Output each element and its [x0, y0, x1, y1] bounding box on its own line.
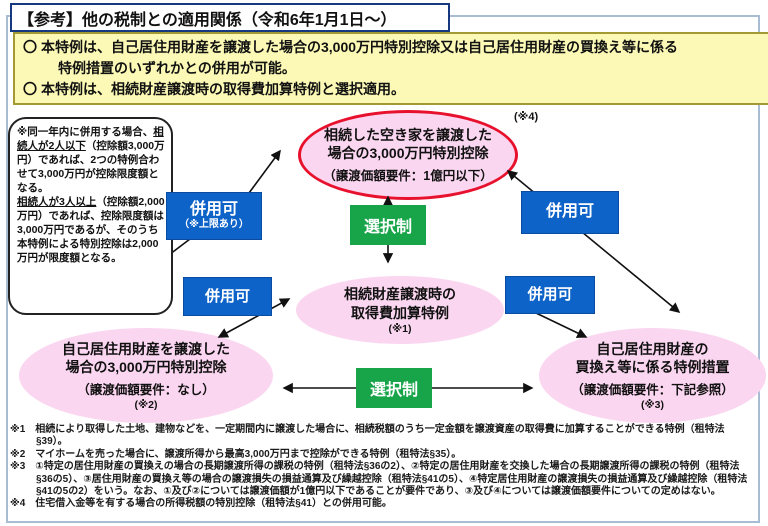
footnote-4: ※4 住宅借入金等を有する場合の所得税額の特別控除（租特法§41）との併用可能。 — [10, 498, 392, 510]
heiyo-label: 併用可 — [527, 286, 573, 304]
page-title-text: 【参考】他の税制との適用関係（令和6年1月1日～） — [18, 11, 397, 29]
node-line: 相続した空き家を譲渡した — [324, 126, 492, 143]
node-line: 場合の3,000万円特別控除 — [65, 359, 227, 375]
heiyo-cap-note: （※上限あり） — [179, 219, 249, 231]
node-text: 自己居住用財産を譲渡した 場合の3,000万円特別控除 — [62, 340, 230, 376]
footnote-1: ※1 相続により取得した土地、建物などを、一定期間内に譲渡した場合に、相続税額の… — [10, 424, 725, 448]
balloon-text-underlined: 相続人が2人以下 — [17, 126, 164, 152]
bullet-circle-icon: 〇 — [23, 39, 37, 55]
bullet-circle-icon: 〇 — [23, 81, 37, 97]
node-line: 取得費加算特例 — [351, 304, 449, 321]
node-acquisition-cost-special: 相続財産譲渡時の 取得費加算特例 (※1) — [296, 276, 504, 344]
node-line: 場合の3,000万円特別控除 — [327, 145, 489, 161]
footnote-2: ※2 マイホームを売った場合に、譲渡所得から最高3,000万円まで控除ができる特… — [10, 448, 462, 460]
balloon-text: ※同一年内に併用する場合、 — [17, 126, 154, 138]
balloon-text: （控除額3,000万円）であれば、2つの特例合わせて3,000万円が控除限度額と… — [17, 139, 165, 194]
footnotes: ※1 相続により取得した土地、建物などを、一定期間内に譲渡した場合に、相続税額の… — [10, 424, 756, 511]
label-selective-top: 選択制 — [350, 205, 426, 245]
summary-item: 〇本特例は、相続財産譲渡時の取得費加算特例と選択適用。 — [23, 79, 760, 100]
balloon-text: （控除額2,000万円）であれば、控除限度額は3,000万円であるが、そのうち本… — [17, 195, 165, 264]
heiyo-label: 併用可 — [204, 287, 250, 305]
summary-item-line: 本特例は、自己居住用財産を譲渡した場合の3,000万円特別控除又は自己居住用財産… — [41, 39, 679, 55]
node-condition: （譲渡価額要件：なし） — [77, 383, 215, 398]
sentaku-label: 選択制 — [369, 382, 418, 399]
node-condition: （譲渡価額要件：1億円以下） — [323, 169, 493, 184]
node-vacant-house-special-deduction: 相続した空き家を譲渡した 場合の3,000万円特別控除 （譲渡価額要件：1億円以… — [298, 110, 518, 200]
footnote-ref-1: (※1) — [388, 322, 412, 335]
label-selective-bottom: 選択制 — [356, 368, 432, 408]
summary-box: 〇本特例は、自己居住用財産を譲渡した場合の3,000万円特別控除又は自己居住用財… — [13, 32, 768, 105]
label-heiyo-mid-right: 併用可 — [505, 276, 595, 314]
heiyo-label: 併用可 — [189, 201, 238, 219]
node-own-home-replacement-special: 自己居住用財産の 買換え等に係る特例措置 （譲渡価額要件：下記参照） (※3) — [539, 328, 766, 423]
heiyo-label: 併用可 — [545, 203, 594, 221]
co-application-note-balloon: ※同一年内に併用する場合、相続人が2人以下（控除額3,000万円）であれば、2つ… — [8, 117, 173, 315]
footnote-ref-4: (※4) — [514, 111, 539, 123]
summary-item: 〇本特例は、自己居住用財産を譲渡した場合の3,000万円特別控除又は自己居住用財… — [23, 37, 760, 79]
label-heiyo-top-right: 併用可 — [521, 191, 619, 234]
balloon-paragraph: 相続人が3人以上（控除額2,000万円）であれば、控除限度額は3,000万円であ… — [17, 196, 166, 266]
footnote-3: ※3 ①特定の居住用財産の買換えの場合の長期譲渡所得の課税の特例（租特法§36の… — [10, 461, 748, 497]
page-title: 【参考】他の税制との適用関係（令和6年1月1日～） — [10, 3, 450, 32]
node-line: 自己居住用財産の — [596, 340, 709, 357]
node-text: 相続財産譲渡時の 取得費加算特例 — [344, 285, 456, 321]
summary-item-line: 特例措置のいずれかとの併用が可能。 — [58, 60, 296, 76]
node-text: 自己居住用財産の 買換え等に係る特例措置 — [576, 340, 730, 376]
label-heiyo-mid-left: 併用可 — [183, 277, 272, 316]
sentaku-label: 選択制 — [363, 219, 412, 236]
node-line: 相続財産譲渡時の — [344, 286, 456, 303]
node-line: 自己居住用財産を譲渡した — [62, 340, 230, 357]
summary-item-line: 本特例は、相続財産譲渡時の取得費加算特例と選択適用。 — [41, 81, 405, 97]
node-condition: （譲渡価額要件：下記参照） — [571, 383, 734, 398]
balloon-paragraph: ※同一年内に併用する場合、相続人が2人以下（控除額3,000万円）であれば、2つ… — [17, 126, 166, 196]
balloon-text-underlined: 相続人が3人以上 — [17, 195, 97, 208]
label-heiyo-with-cap: 併用可 （※上限あり） — [166, 192, 262, 240]
footnote-ref-3: (※3) — [640, 399, 665, 412]
footnote-ref-2: (※2) — [134, 399, 158, 412]
node-own-home-sale-deduction: 自己居住用財産を譲渡した 場合の3,000万円特別控除 （譲渡価額要件：なし） … — [19, 328, 273, 423]
node-text: 相続した空き家を譲渡した 場合の3,000万円特別控除 — [324, 126, 492, 162]
node-line: 買換え等に係る特例措置 — [575, 359, 730, 375]
